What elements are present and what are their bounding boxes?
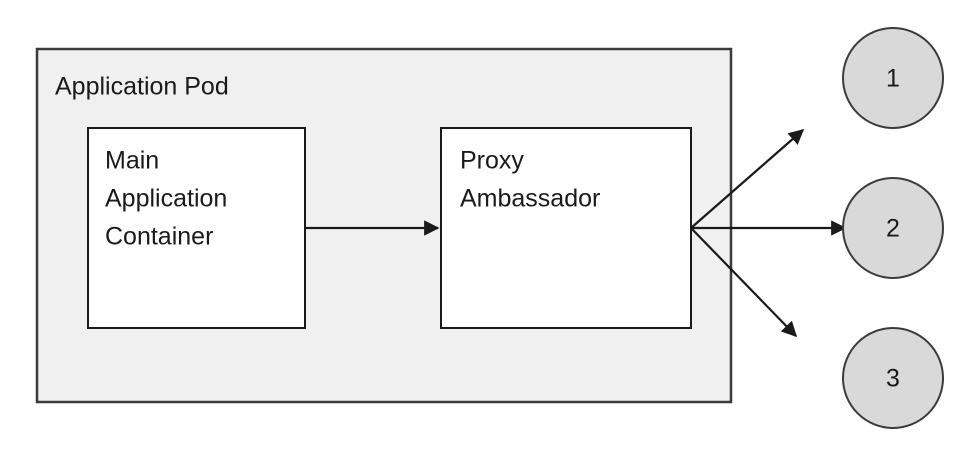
main-application-container-label-line2: Application xyxy=(105,185,227,213)
endpoint-circle-1 xyxy=(842,27,944,129)
endpoint-circle-3 xyxy=(842,327,944,429)
application-pod-label: Application Pod xyxy=(55,73,229,101)
connector-proxy-to-endpoint-1 xyxy=(690,128,805,229)
main-application-container-label-line1: Main xyxy=(105,147,159,175)
endpoint-circle-2-label: 2 xyxy=(886,215,900,243)
endpoint-circle-2 xyxy=(842,177,944,279)
endpoint-circle-3-label: 3 xyxy=(886,365,900,393)
proxy-ambassador-label-line2: Ambassador xyxy=(460,185,600,213)
main-application-container-label-line3: Container xyxy=(105,223,213,251)
main-application-container-box xyxy=(87,127,306,329)
proxy-ambassador-box xyxy=(440,127,692,329)
endpoint-circle-1-label: 1 xyxy=(886,65,900,93)
proxy-ambassador-label-line1: Proxy xyxy=(460,147,524,175)
connector-proxy-to-endpoint-3 xyxy=(690,227,798,338)
